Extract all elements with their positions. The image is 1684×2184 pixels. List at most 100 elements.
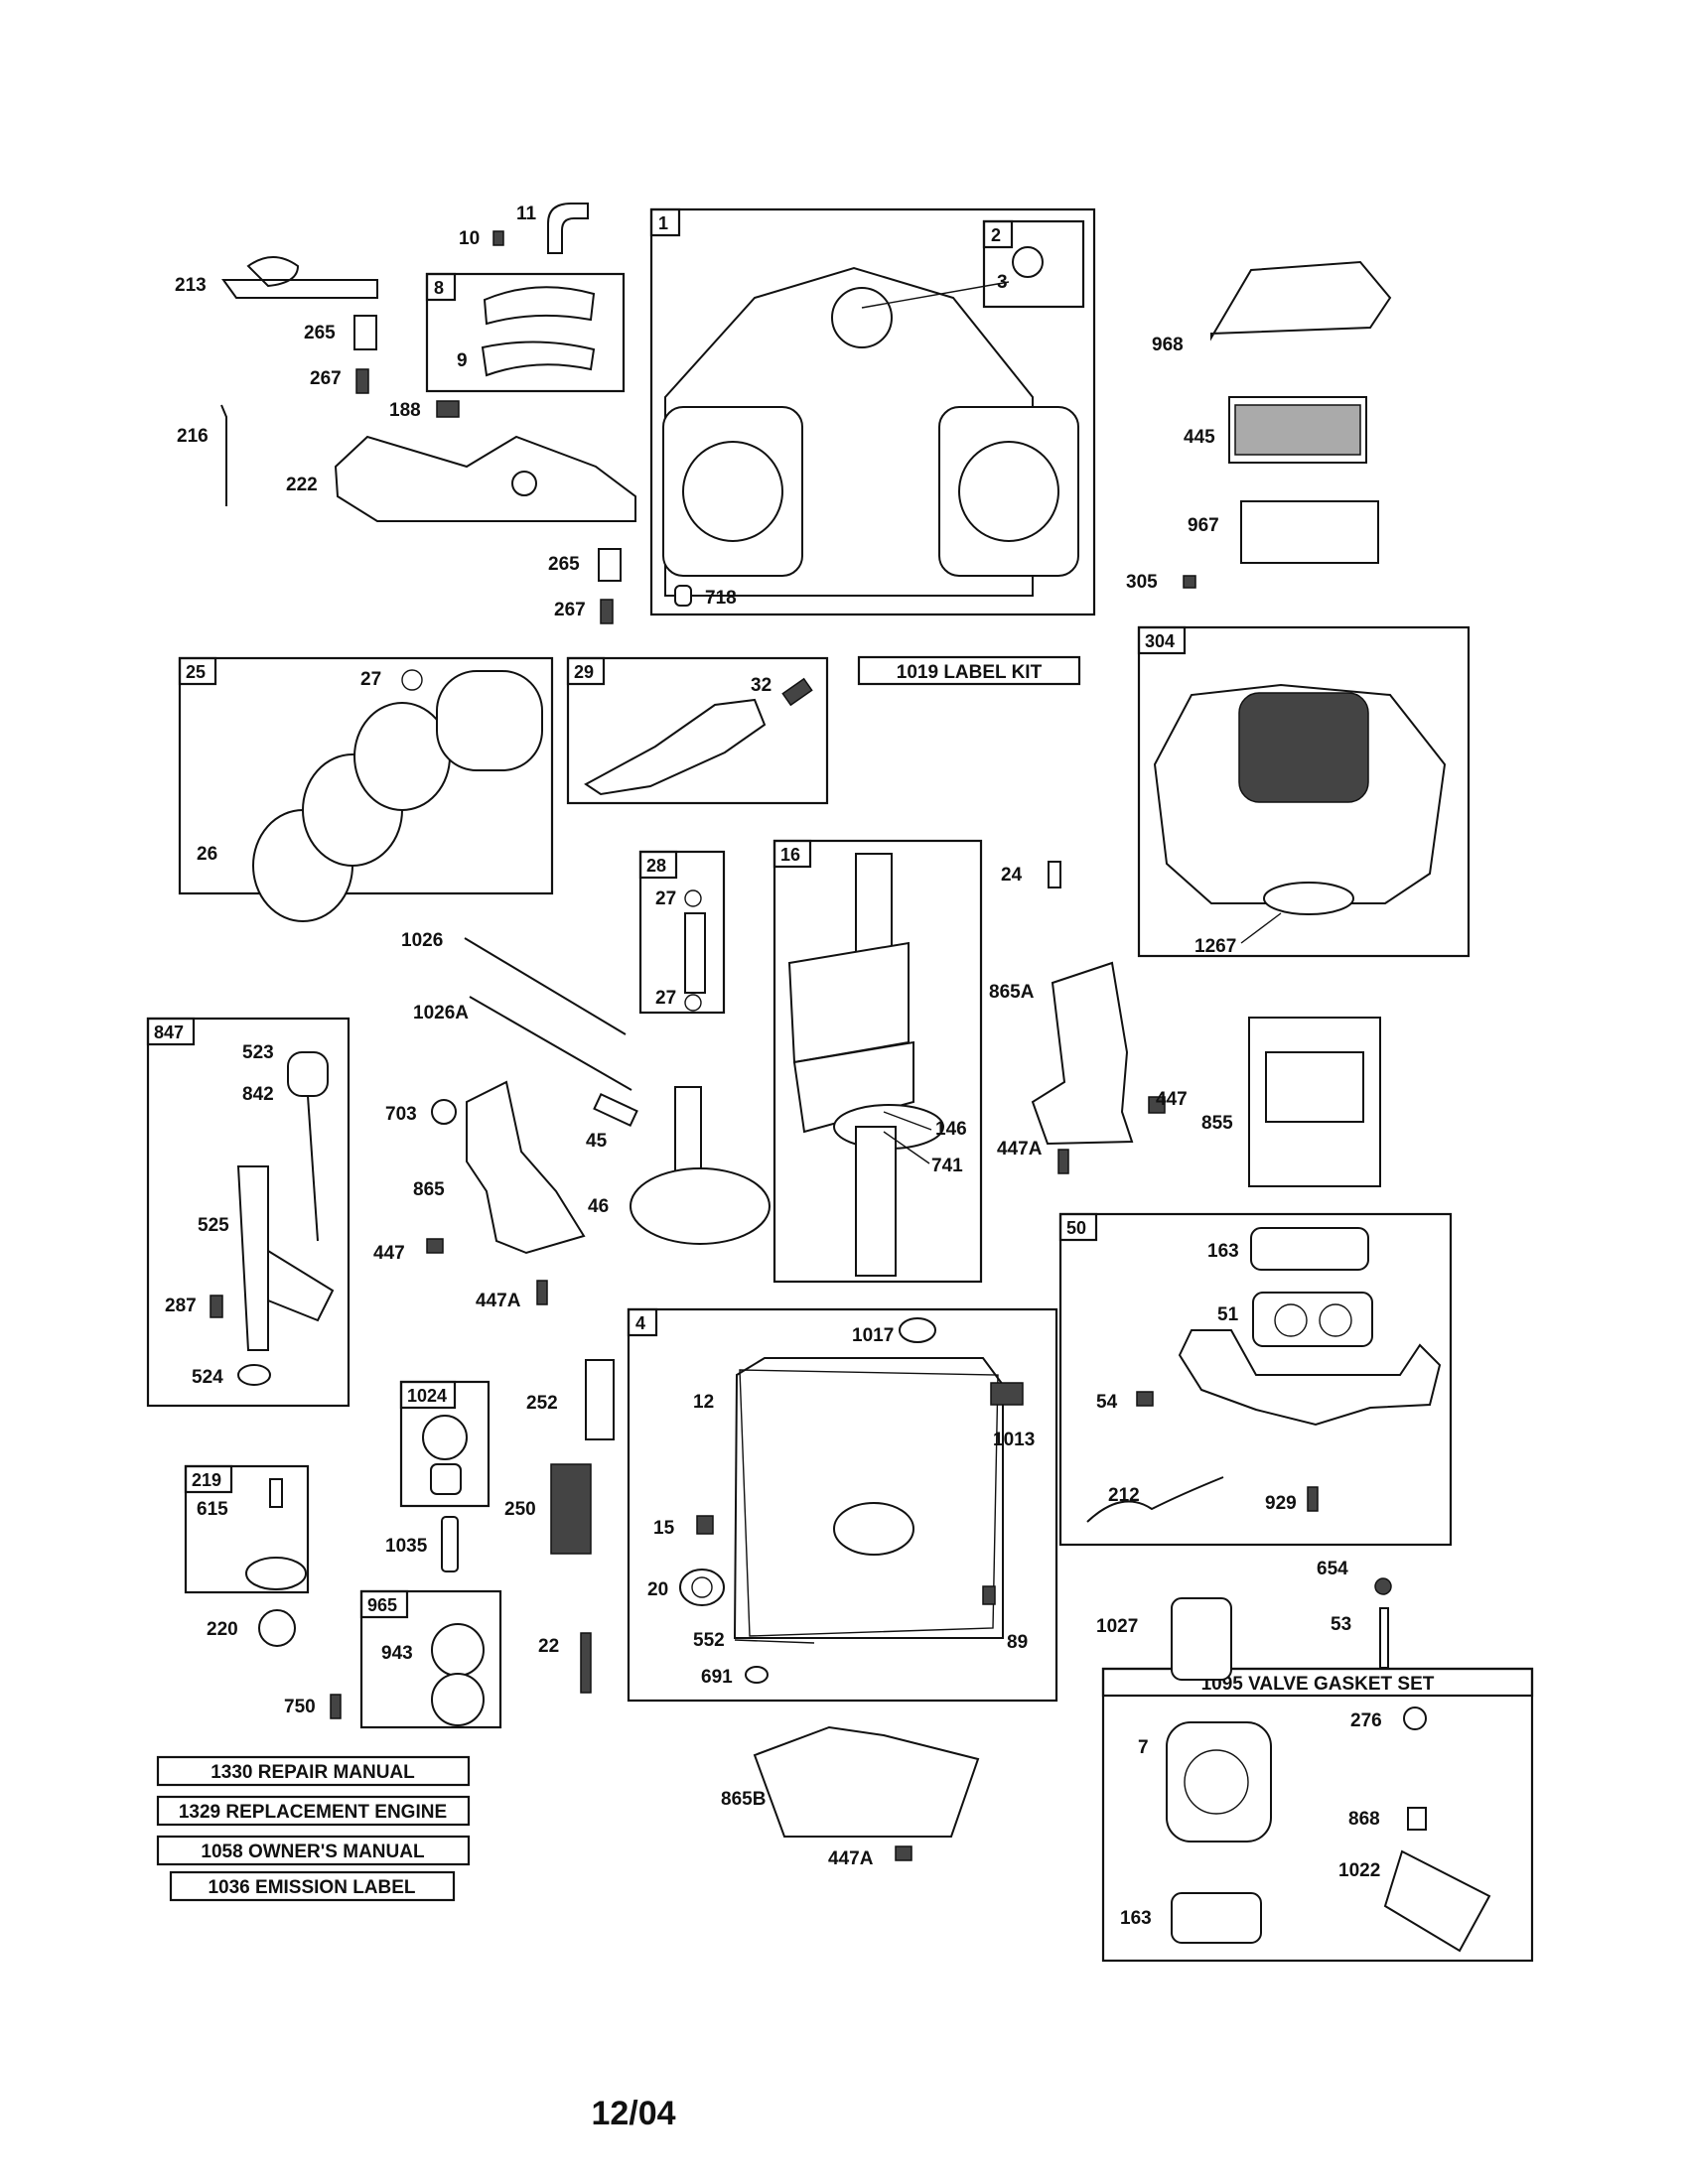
- washer-691-illustration: [745, 1666, 769, 1684]
- part-label-525: 525: [198, 1215, 229, 1236]
- group-box-50: [1058, 1212, 1453, 1547]
- screw-267b-illustration: [600, 599, 614, 624]
- group-number-847: 847: [154, 1023, 184, 1042]
- part-label-868: 868: [1348, 1809, 1380, 1830]
- part-labels: 11 10 213 265 267 216 9 188 222 265 267 …: [165, 204, 1382, 1929]
- part-label-305: 305: [1126, 572, 1158, 593]
- group-number-tabs: 1 2 8 25 29 304 28 16 847 50 4 1024 219 …: [146, 207, 1187, 1619]
- part-label-447Ac: 447A: [828, 1848, 874, 1869]
- oil-filter-1027-illustration: [1171, 1597, 1232, 1681]
- spring-265b-illustration: [598, 548, 622, 582]
- sump-illustration: [733, 1357, 1004, 1639]
- key-24-illustration: [1048, 861, 1061, 888]
- push-rod-1026A-illustration: [469, 996, 632, 1091]
- group-box-2: [982, 219, 1085, 309]
- part-label-445: 445: [1184, 427, 1215, 448]
- part-label-213: 213: [175, 275, 207, 296]
- gasket-163b-illustration: [1171, 1892, 1262, 1944]
- baffle-865B-illustration: [753, 1725, 980, 1838]
- part-label-27a: 27: [360, 669, 381, 690]
- tappet-45-illustration: [593, 1092, 638, 1128]
- part-label-11: 11: [516, 204, 537, 224]
- part-label-46: 46: [588, 1196, 609, 1217]
- gasket-1022-illustration: [1383, 1849, 1491, 1953]
- nut-654-illustration: [1374, 1577, 1392, 1595]
- screw-305-illustration: [1183, 575, 1196, 589]
- governor-rod-illustration: [220, 404, 227, 506]
- group-box-8: [425, 272, 626, 393]
- piston-pin-illustration: [684, 912, 706, 994]
- screw-447-illustration: [1148, 1096, 1166, 1114]
- group-number-8: 8: [434, 278, 444, 298]
- screw-447Ab-illustration: [536, 1280, 548, 1305]
- part-label-842: 842: [242, 1084, 274, 1105]
- part-252-illustration: [585, 1359, 615, 1440]
- part-label-15: 15: [653, 1518, 675, 1539]
- part-label-32: 32: [751, 675, 772, 696]
- part-label-654: 654: [1317, 1559, 1348, 1579]
- part-label-267a: 267: [310, 368, 342, 389]
- screw-447Ac-illustration: [895, 1845, 912, 1861]
- rotor-1024-illustration: [422, 1415, 468, 1460]
- cam-gear-illustration: [630, 1167, 771, 1245]
- gear-219-illustration: [245, 1557, 307, 1590]
- part-label-855: 855: [1201, 1113, 1233, 1134]
- kit-label-1330: 1330 REPAIR MANUAL: [210, 1762, 415, 1783]
- part-250-illustration: [550, 1463, 592, 1555]
- part-label-750: 750: [284, 1697, 316, 1717]
- crank-web-illustration: [787, 941, 910, 1064]
- part-label-89: 89: [1007, 1632, 1028, 1653]
- part-label-447a: 447: [1156, 1089, 1188, 1110]
- wire-212-illustration: [1086, 1476, 1224, 1523]
- part-label-267b: 267: [554, 600, 586, 620]
- part-label-1017: 1017: [852, 1325, 894, 1346]
- crankshaft-lower-illustration: [855, 1126, 897, 1277]
- dipstick-cap-illustration: [287, 1051, 329, 1097]
- part-label-447Ab: 447A: [476, 1291, 521, 1311]
- screw-750-illustration: [330, 1694, 342, 1719]
- seal-276-illustration: [1403, 1706, 1427, 1730]
- group-box-28: [638, 850, 726, 1015]
- group-box-4: [627, 1307, 1058, 1703]
- screw-89-illustration: [982, 1585, 996, 1605]
- plug-15-illustration: [696, 1515, 714, 1535]
- part-label-220: 220: [207, 1619, 238, 1640]
- screw-287-illustration: [210, 1295, 223, 1318]
- clip-703-illustration: [431, 1099, 457, 1125]
- group-number-1: 1: [658, 213, 668, 233]
- bolt-22-illustration: [580, 1632, 592, 1694]
- part-label-1026: 1026: [401, 930, 443, 951]
- control-bracket-illustration: [334, 435, 636, 522]
- part-label-54: 54: [1096, 1392, 1118, 1413]
- connecting-rod-illustration: [584, 698, 767, 796]
- cover-965-illustration: [431, 1673, 485, 1726]
- part-label-163a: 163: [1207, 1241, 1239, 1262]
- part-label-10: 10: [459, 228, 480, 249]
- part-label-146: 146: [935, 1119, 967, 1140]
- dipstick-tube-illustration: [236, 1165, 269, 1351]
- part-label-212: 212: [1108, 1485, 1140, 1506]
- kit-label-1036: 1036 EMISSION LABEL: [208, 1877, 415, 1898]
- part-label-26: 26: [197, 844, 217, 865]
- gasket-12-illustration: [739, 1369, 999, 1637]
- seal-524-illustration: [237, 1364, 271, 1386]
- part-label-943: 943: [381, 1643, 413, 1664]
- part-label-163b: 163: [1120, 1908, 1152, 1929]
- group-number-29: 29: [574, 662, 594, 682]
- seal-3-illustration: [1012, 246, 1044, 278]
- part-label-216: 216: [177, 426, 209, 447]
- group-number-965: 965: [367, 1595, 397, 1615]
- group-number-2: 2: [991, 225, 1001, 245]
- group-number-25: 25: [186, 662, 206, 682]
- part-label-703: 703: [385, 1104, 417, 1125]
- plate-9-illustration: [481, 341, 596, 377]
- screw-10-illustration: [492, 230, 504, 246]
- screw-54-illustration: [1136, 1391, 1154, 1407]
- pin-1035-illustration: [441, 1516, 459, 1572]
- pin-718-illustration: [674, 585, 692, 607]
- air-cleaner-cover-illustration: [1210, 260, 1392, 341]
- screw-929-illustration: [1307, 1486, 1319, 1512]
- kit-label-1095: 1095 VALVE GASKET SET: [1201, 1674, 1435, 1695]
- gasket-51-illustration: [1252, 1292, 1373, 1347]
- part-label-967: 967: [1188, 515, 1219, 536]
